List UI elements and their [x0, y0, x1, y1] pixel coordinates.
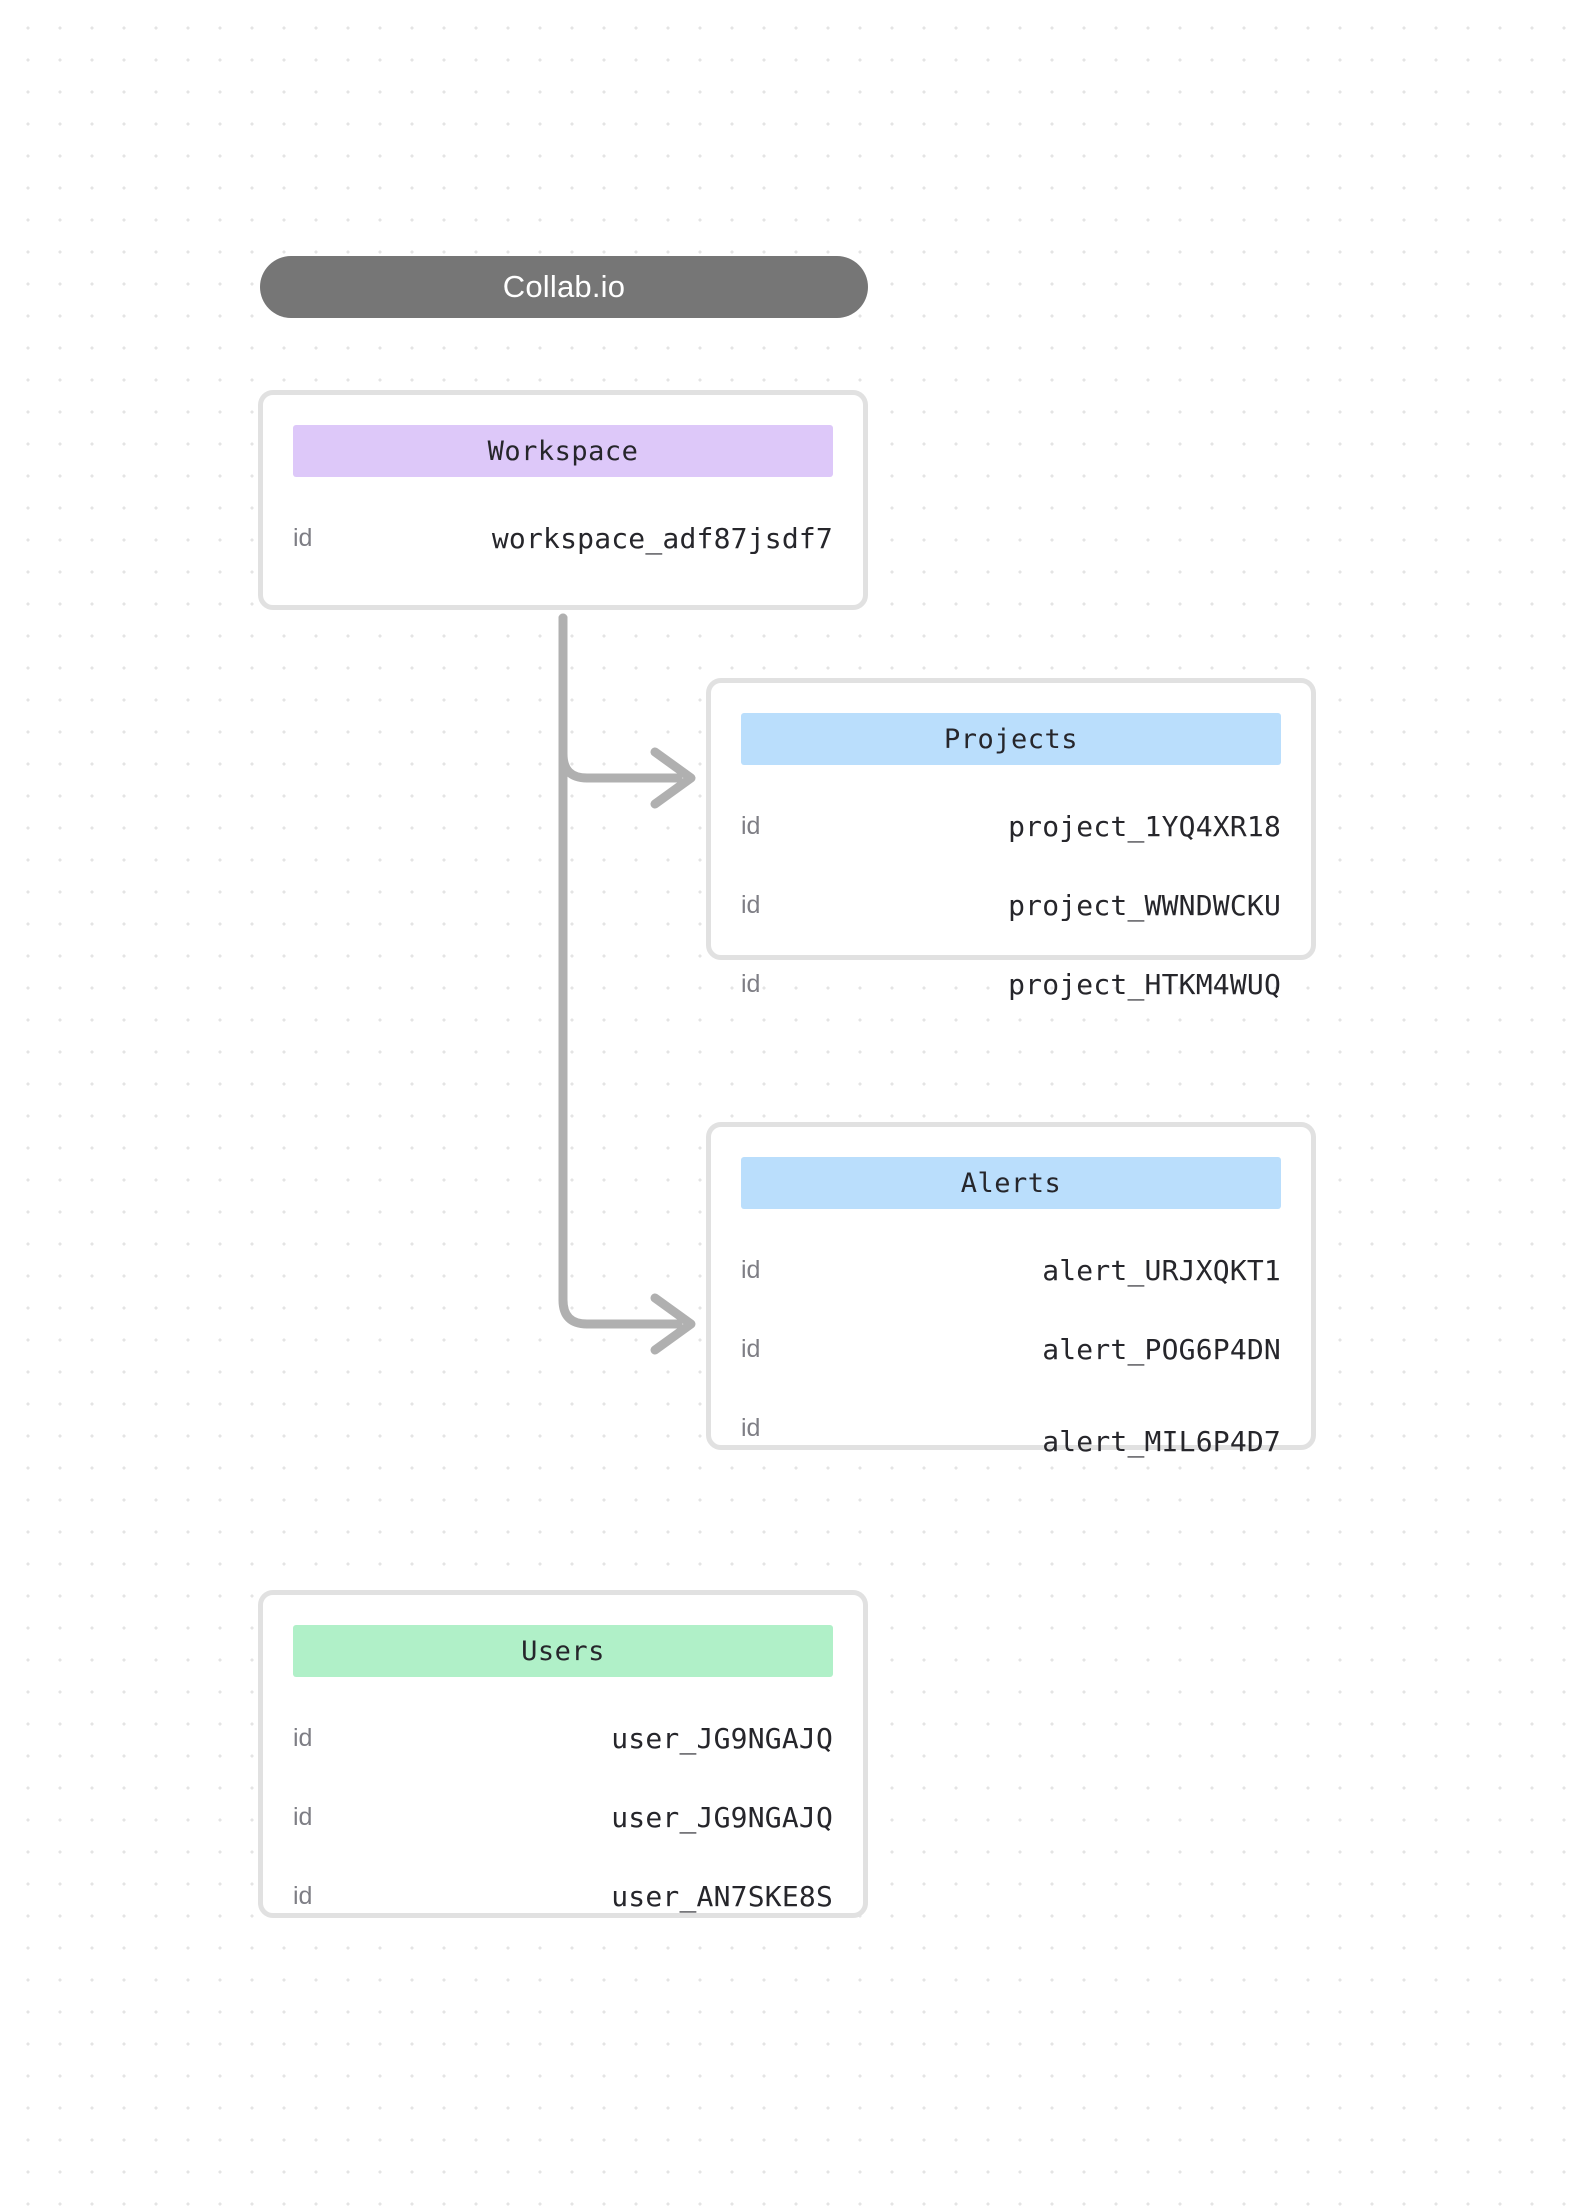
- table-row[interactable]: id alert_POG6P4DN: [741, 1310, 1281, 1389]
- diagram-title: Collab.io: [502, 269, 626, 304]
- row-key: id: [741, 1414, 761, 1442]
- row-value: alert_MIL6P4D7: [1042, 1425, 1281, 1458]
- diagram-title-pill: Collab.io: [260, 256, 868, 318]
- table-row[interactable]: id workspace_adf87jsdf7: [293, 499, 833, 578]
- row-key: id: [293, 524, 313, 552]
- entity-title-projects: Projects: [943, 723, 1079, 755]
- row-key: id: [741, 970, 761, 998]
- entity-rows-alerts: id alert_URJXQKT1 id alert_POG6P4DN id a…: [741, 1231, 1281, 1468]
- row-value: project_HTKM4WUQ: [1008, 968, 1281, 1001]
- table-row[interactable]: id user_JG9NGAJQ: [293, 1699, 833, 1778]
- table-row[interactable]: id project_HTKM4WUQ: [741, 945, 1281, 1024]
- row-value: user_JG9NGAJQ: [611, 1801, 833, 1834]
- table-row[interactable]: id project_1YQ4XR18: [741, 787, 1281, 866]
- entity-card-workspace[interactable]: Workspace id workspace_adf87jsdf7: [258, 390, 868, 610]
- row-value: alert_URJXQKT1: [1042, 1254, 1281, 1287]
- row-key: id: [293, 1882, 313, 1910]
- entity-rows-workspace: id workspace_adf87jsdf7: [293, 499, 833, 578]
- arrowhead-projects-icon: [650, 747, 696, 809]
- row-value: user_JG9NGAJQ: [611, 1722, 833, 1755]
- row-value: alert_POG6P4DN: [1042, 1333, 1281, 1366]
- table-row[interactable]: id user_JG9NGAJQ: [293, 1778, 833, 1857]
- connector-workspace-to-projects: [558, 613, 683, 783]
- entity-card-alerts[interactable]: Alerts id alert_URJXQKT1 id alert_POG6P4…: [706, 1122, 1316, 1458]
- row-key: id: [741, 891, 761, 919]
- row-value: project_1YQ4XR18: [1008, 810, 1281, 843]
- entity-card-projects[interactable]: Projects id project_1YQ4XR18 id project_…: [706, 678, 1316, 1001]
- entity-header-users: Users: [293, 1625, 833, 1677]
- row-value: user_AN7SKE8S: [611, 1880, 833, 1913]
- row-value: workspace_adf87jsdf7: [491, 522, 833, 555]
- row-key: id: [293, 1724, 313, 1752]
- table-row[interactable]: id alert_MIL6P4D7: [741, 1389, 1281, 1468]
- row-key: id: [741, 812, 761, 840]
- entity-header-alerts: Alerts: [741, 1157, 1281, 1209]
- row-key: id: [293, 1803, 313, 1831]
- entity-title-workspace: Workspace: [487, 435, 639, 467]
- entity-card-users[interactable]: Users id user_JG9NGAJQ id user_JG9NGAJQ …: [258, 1590, 868, 1918]
- entity-rows-users: id user_JG9NGAJQ id user_JG9NGAJQ id use…: [293, 1699, 833, 1936]
- row-value: project_WWNDWCKU: [1008, 889, 1281, 922]
- table-row[interactable]: id project_WWNDWCKU: [741, 866, 1281, 945]
- entity-header-projects: Projects: [741, 713, 1281, 765]
- entity-header-workspace: Workspace: [293, 425, 833, 477]
- row-key: id: [741, 1335, 761, 1363]
- entity-rows-projects: id project_1YQ4XR18 id project_WWNDWCKU …: [741, 787, 1281, 1024]
- entity-title-users: Users: [521, 1635, 605, 1667]
- table-row[interactable]: id alert_URJXQKT1: [741, 1231, 1281, 1310]
- row-key: id: [741, 1256, 761, 1284]
- arrowhead-alerts-icon: [650, 1293, 696, 1355]
- entity-title-alerts: Alerts: [960, 1167, 1062, 1199]
- table-row[interactable]: id user_AN7SKE8S: [293, 1857, 833, 1936]
- connector-workspace-to-alerts: [558, 613, 683, 1329]
